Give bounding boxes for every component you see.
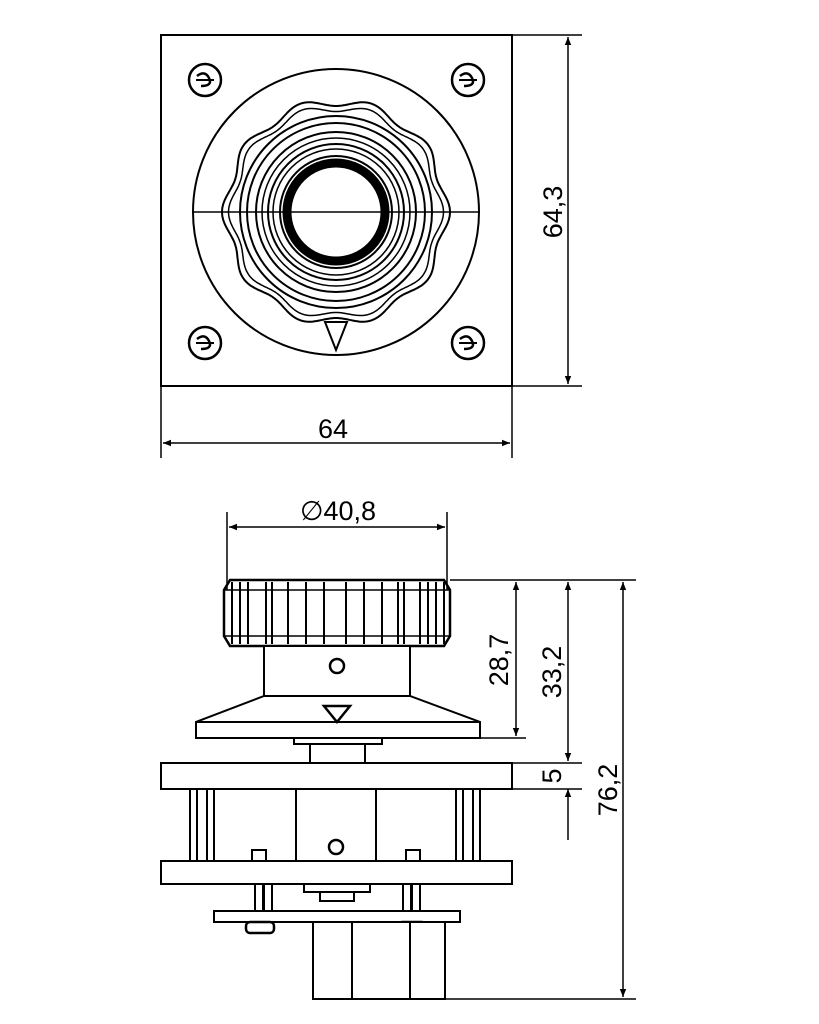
knob-collar [263, 645, 411, 697]
center-nut [303, 883, 371, 893]
front-plate [160, 762, 513, 790]
standoffs [189, 788, 481, 862]
bolt-left [251, 849, 267, 862]
knob-side [222, 578, 452, 648]
dim-plate-thickness-label: 5 [537, 768, 567, 783]
dim-top-width: 64 [160, 386, 513, 458]
top-view [160, 34, 513, 387]
pcb-board [213, 910, 461, 923]
screw-top-right [450, 62, 486, 98]
dim-top-height-label: 64,3 [538, 186, 568, 239]
lower-plate [160, 860, 513, 885]
screw-bottom-left [187, 325, 223, 361]
bottom-housing [312, 921, 446, 1000]
side-view [160, 578, 526, 1000]
dim-knob-diameter: ∅40,8 [226, 496, 448, 590]
dim-total-height-label: 76,2 [593, 764, 623, 817]
dim-knob-diameter-label: ∅40,8 [300, 496, 376, 526]
dim-plate-thickness: 5 [512, 768, 582, 840]
top-view-plate [160, 34, 513, 387]
center-washer [319, 891, 355, 902]
nut-left [244, 920, 276, 935]
dim-top-width-label: 64 [318, 414, 348, 444]
dim-body-height: 33,2 [512, 582, 582, 764]
side-pointer-triangle [321, 704, 353, 724]
dim-top-height: 64,3 [512, 34, 582, 387]
dim-knob-height-label: 28,7 [484, 634, 514, 687]
dim-body-height-label: 33,2 [537, 646, 567, 699]
dim-total-height: 76,2 [445, 582, 636, 1000]
dim-knob-height: 28,7 [450, 579, 636, 736]
switch-body [295, 788, 377, 862]
collar-hole [328, 657, 346, 675]
screw-top-left [187, 62, 223, 98]
pointer-triangle [323, 321, 349, 353]
bolt-right [405, 849, 421, 862]
shaft [309, 743, 366, 764]
screw-bottom-right [450, 325, 486, 361]
body-hole [327, 838, 345, 856]
